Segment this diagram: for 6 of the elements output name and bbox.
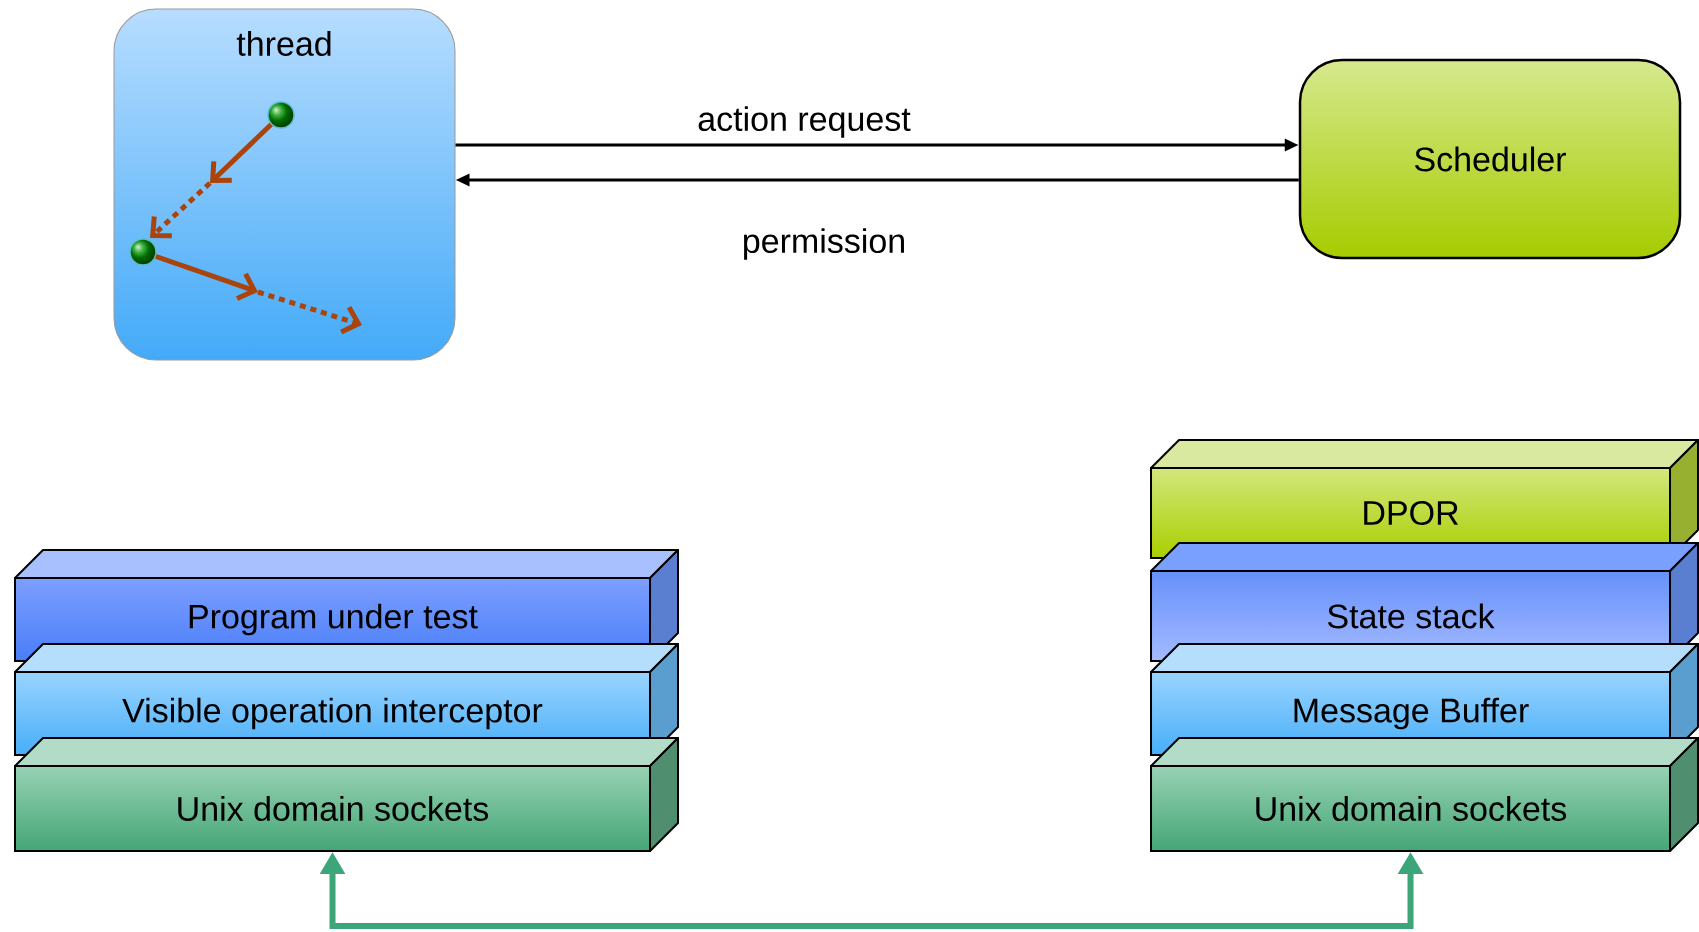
layer-block: Unix domain sockets <box>1150 737 1699 852</box>
rounded-box: Scheduler <box>1298 58 1682 260</box>
edge-label: permission <box>739 226 909 262</box>
layer-block: Unix domain sockets <box>14 737 679 852</box>
edge-label: action request <box>695 104 913 140</box>
rounded-box: thread <box>113 8 456 361</box>
